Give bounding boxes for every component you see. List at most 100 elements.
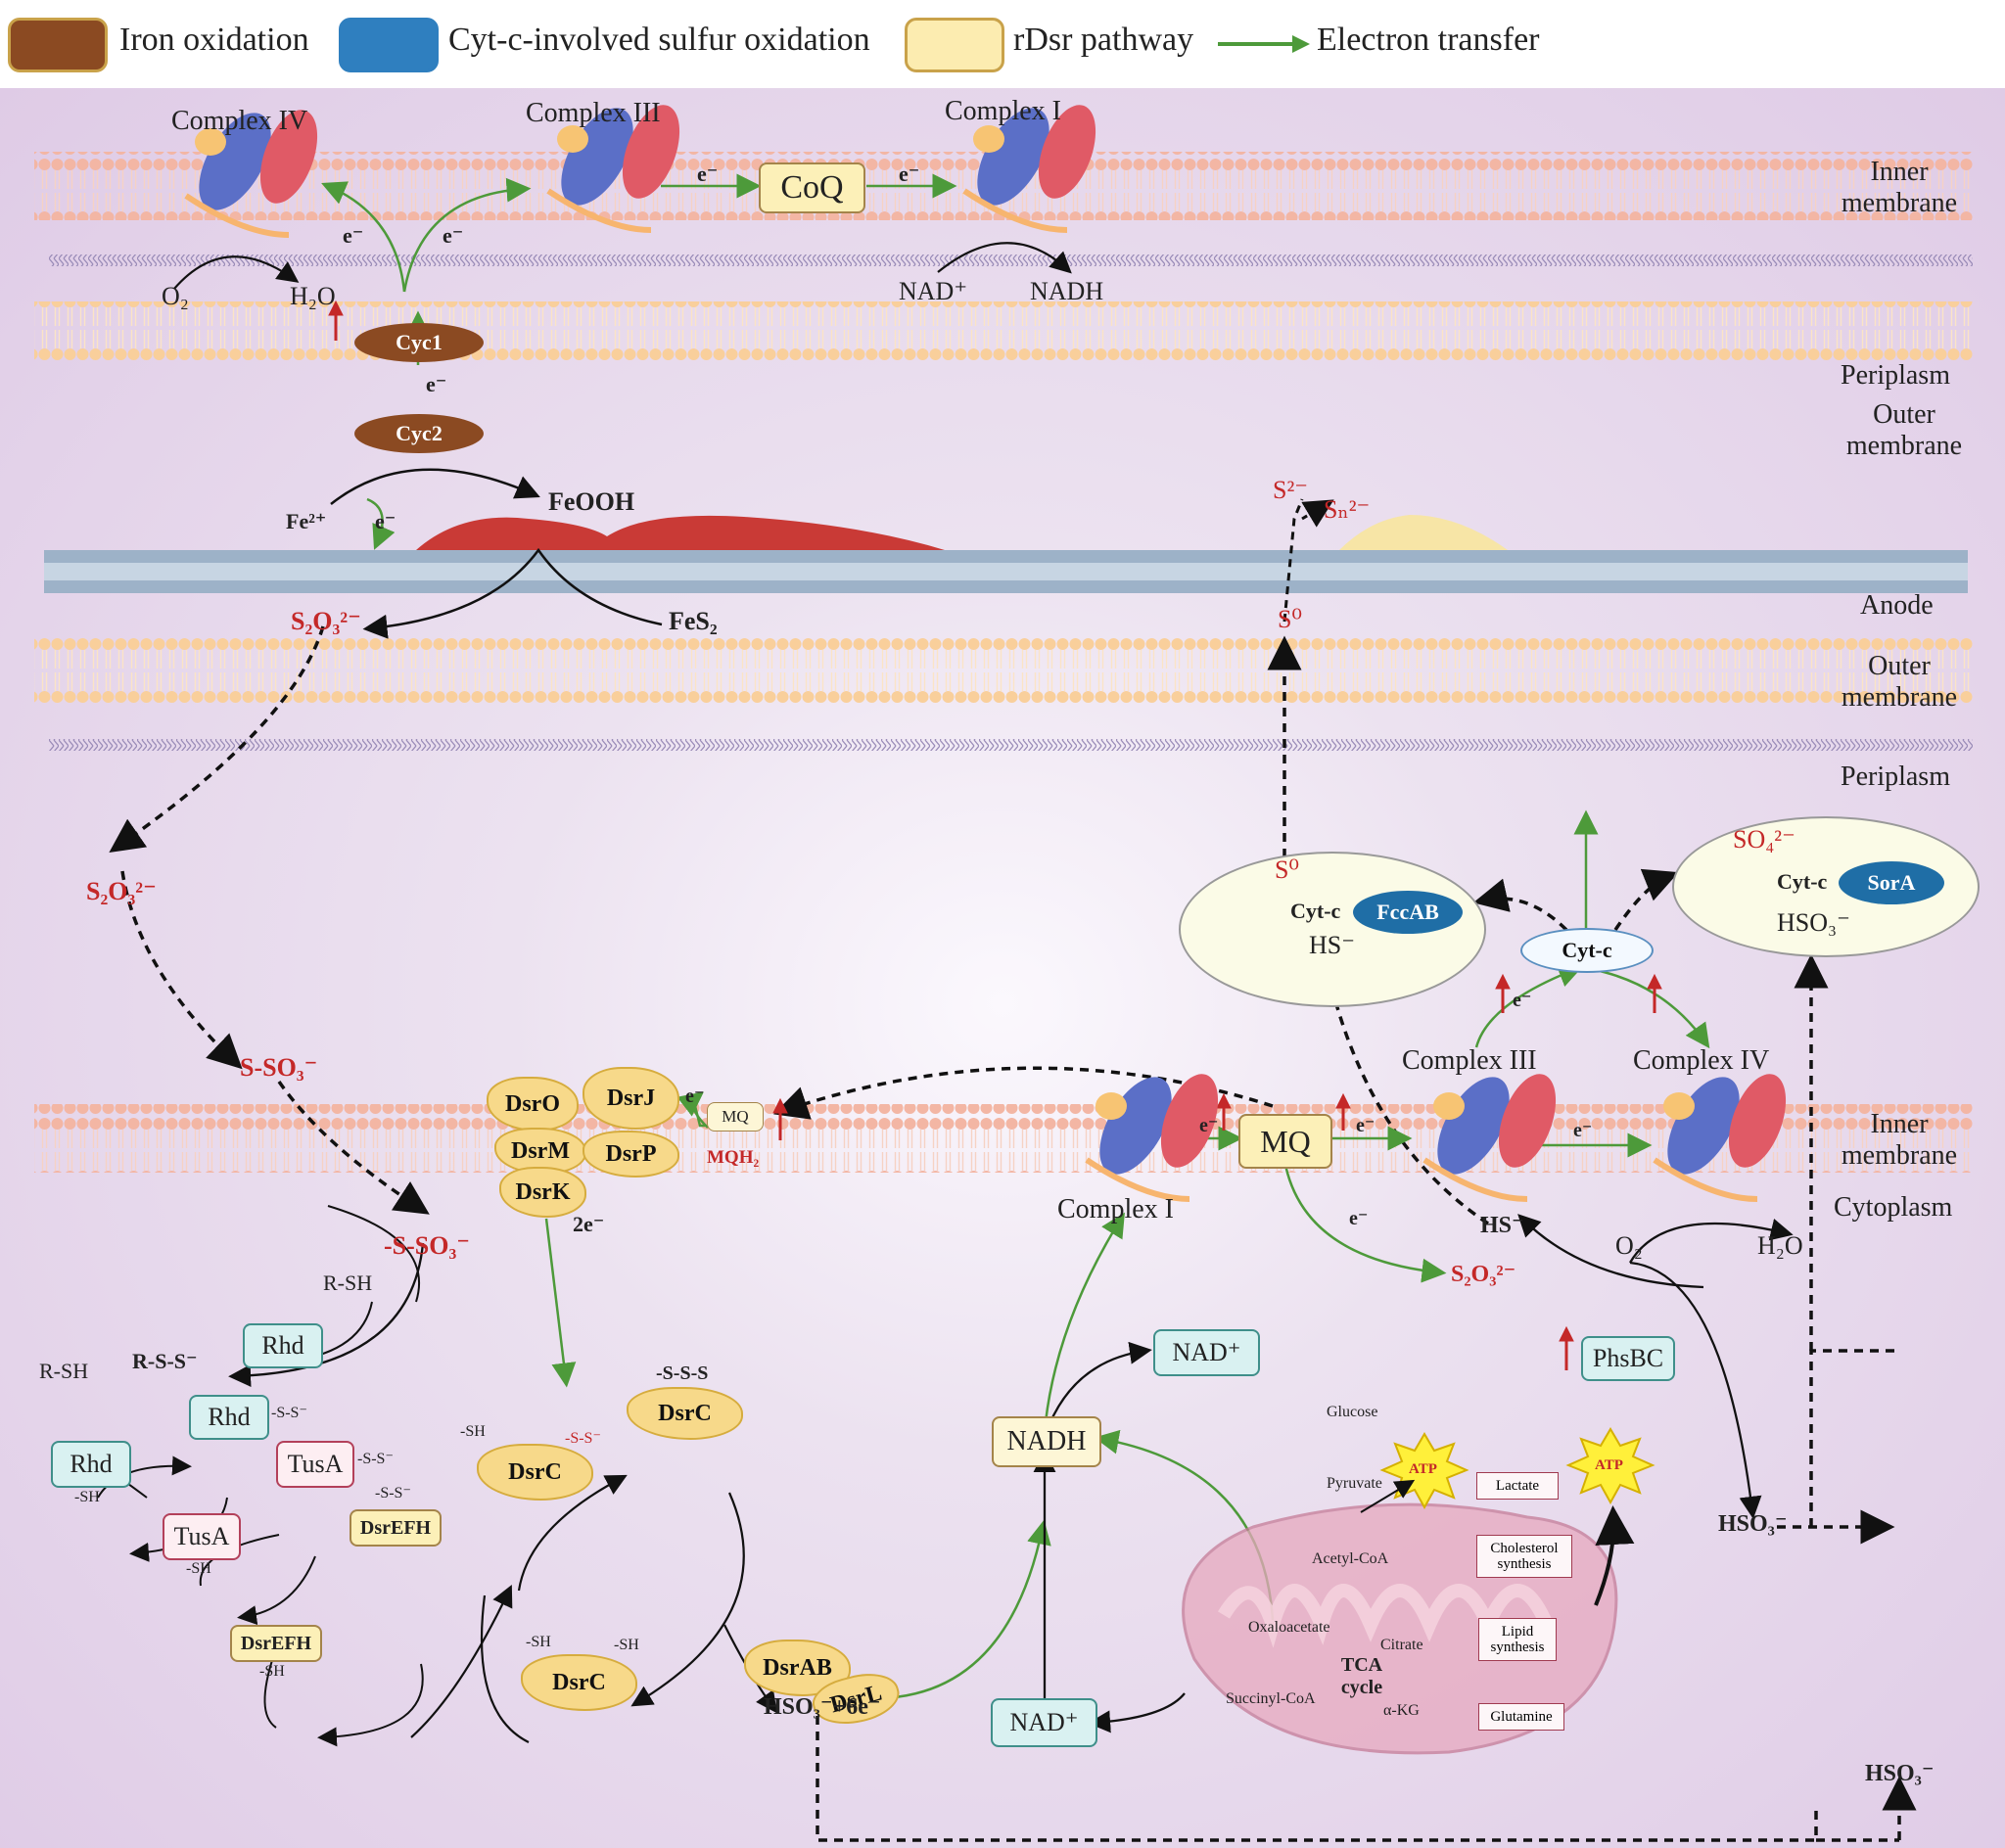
e-top-5: e⁻ [426,372,447,396]
label-periplasm-top: Periplasm [1841,360,1950,391]
fe2-label: Fe²⁺ [286,509,327,533]
hs-fccab: HS⁻ [1309,931,1355,959]
s0-fccab: S⁰ [1275,855,1299,884]
complex-iv-top-icon [184,110,318,238]
pyruvate-label: Pyruvate [1327,1475,1382,1492]
dsrc-blob-3: DsrC [521,1654,637,1711]
complex-iii-top-icon [546,105,680,233]
hso3-sora: HSO₃⁻ [1777,908,1850,937]
e-mq-left: e⁻ [1199,1115,1219,1136]
legend-et-label: Electron transfer [1317,22,1540,58]
so4-label: SO₄²⁻ [1733,825,1795,854]
legend-iron-label: Iron oxidation [119,22,309,58]
twoe-label: 2e⁻ [573,1212,605,1236]
hso3-bottom-right: HSO₃⁻ [1865,1761,1935,1786]
complex-i-top-label: Complex I [945,96,1061,126]
feooh-label: FeOOH [548,487,635,516]
dsrc-blob-1: DsrC [627,1387,743,1440]
legend-rdsr-label: rDsr pathway [1013,22,1194,58]
rss-label: R-S-S⁻ [132,1349,198,1373]
e-mq-down: e⁻ [1349,1208,1369,1229]
mqh2-label: MQH₂ [707,1147,760,1168]
e-top-6: e⁻ [375,509,396,533]
coq-box: CoQ [759,162,865,213]
label-periplasm-bottom: Periplasm [1841,762,1950,792]
complex-icons [184,105,1787,1755]
nad-top-box: NAD⁺ [1153,1329,1260,1376]
diagram-stage: Inner membrane Periplasm Outer membrane … [0,88,2005,1848]
h2o-bottom: H₂O [1757,1231,1803,1260]
legend-cyt-swatch [339,18,439,72]
complex-iii-bottom-icon [1422,1074,1557,1202]
legend-iron-swatch [8,18,108,72]
s0-top-label: S⁰ [1278,605,1302,633]
membranes [34,152,1973,1842]
atp-burst-2 [1565,1427,1655,1505]
rsh-label-2: R-SH [39,1359,89,1383]
e-cytc: e⁻ [1513,990,1532,1011]
o2-top: O₂ [162,282,189,310]
sh-label-1: -SH [74,1489,100,1505]
mq-large-box: MQ [1238,1114,1332,1169]
s2o3-bottom: S₂O₃²⁻ [1451,1262,1516,1287]
label-inner-membrane-top: Inner membrane [1841,157,1958,219]
e-top-4: e⁻ [443,223,464,248]
ss-label-1: -S-S⁻ [271,1405,307,1421]
rhd-box-1: Rhd [243,1323,323,1368]
complex-i-bottom-icon [1085,1074,1219,1202]
e-mq-right: e⁻ [1356,1115,1376,1136]
h2o-top: H₂O [290,282,336,310]
glucose-label: Glucose [1327,1404,1378,1420]
oxalo-label: Oxaloacetate [1248,1619,1330,1636]
sss-label: -S-S-S [656,1363,709,1384]
s2-label: S²⁻ [1273,476,1308,504]
complex-iii-top-label: Complex III [526,98,661,128]
e-top-2: e⁻ [899,162,920,186]
sso3b-label: -S-SO₃⁻ [384,1231,470,1260]
fccab-pill: FccAB [1353,891,1463,934]
dsrj-blob: DsrJ [583,1067,679,1130]
atp-label-2: ATP [1595,1457,1623,1473]
complex-i-top-icon [962,105,1096,233]
mq-small-box: MQ [707,1102,764,1132]
cytc-sora: Cyt-c [1777,869,1828,894]
sora-pill: SorA [1839,861,1944,904]
ss-label-3: -S-S⁻ [375,1485,411,1502]
nad-bottom-box: NAD⁺ [991,1698,1097,1747]
label-cytoplasm: Cytoplasm [1834,1192,1953,1223]
akg-label: α-KG [1383,1702,1420,1719]
ss-label-2: -S-S⁻ [357,1451,394,1467]
cytc-center: Cyt-c [1520,928,1654,973]
tusa-box-2: TusA [163,1513,241,1560]
sn2-label: Sₙ²⁻ [1324,495,1371,524]
nadh-top: NADH [1030,277,1104,305]
sh-label-6: -SH [614,1637,639,1653]
complex-i-bottom-label: Complex I [1057,1194,1174,1224]
dsrefh-box-2: DsrEFH [230,1625,322,1662]
e-top-1: e⁻ [697,162,719,186]
glutamine-box: Glutamine [1478,1703,1564,1731]
s2o3-left-label: S₂O₃²⁻ [86,877,157,905]
cyc2-pill: Cyc2 [354,414,484,453]
cyc1-pill: Cyc1 [354,323,484,362]
sh-label-3: -SH [259,1663,285,1680]
e-dsr: e⁻ [685,1086,705,1107]
phsbc-box: PhsBC [1581,1336,1675,1381]
dsrc-blob-2: DsrC [477,1444,593,1501]
legend-rdsr-swatch [905,18,1004,72]
hso3-right: HSO₃⁻ [1718,1511,1788,1537]
hso3-6e-label: HSO₃⁻+6e⁻ [764,1694,881,1720]
e-c3-c4: e⁻ [1573,1120,1593,1141]
cholesterol-box: Cholesterol synthesis [1476,1535,1572,1578]
legend-cyt-label: Cyt-c-involved sulfur oxidation [448,22,870,58]
legend: Iron oxidation Cyt-c-involved sulfur oxi… [0,0,2005,88]
complex-iv-bottom-icon [1653,1074,1787,1202]
nadh-box: NADH [992,1416,1101,1467]
lactate-box: Lactate [1476,1472,1559,1500]
hs-bottom: HS⁻ [1480,1213,1524,1238]
sso3-label: S-SO₃⁻ [240,1053,318,1082]
succ-label: Succinyl-CoA [1226,1690,1316,1707]
ss-label-4: -S-S⁻ [565,1430,601,1447]
label-outer-membrane-bottom: Outer membrane [1841,651,1958,714]
label-outer-membrane-top: Outer membrane [1845,399,1963,462]
